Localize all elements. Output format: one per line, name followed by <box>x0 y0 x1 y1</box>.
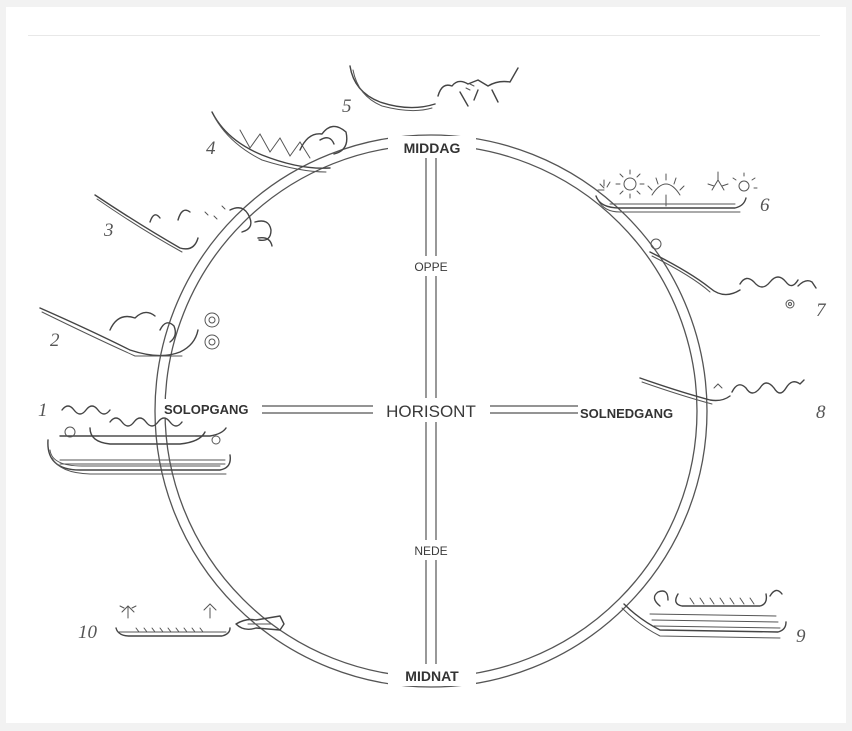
ship-drawing-1 <box>47 405 231 475</box>
ship-drawing-3 <box>94 194 273 253</box>
number-3: 3 <box>103 220 114 241</box>
sunrise-label: SOLOPGANG <box>164 402 249 417</box>
ship-drawing-9 <box>621 589 787 639</box>
ship-drawing-2 <box>39 307 220 357</box>
number-9: 9 <box>796 626 806 647</box>
ship-drawing-7 <box>649 238 817 309</box>
lower-label: NEDE <box>414 544 447 558</box>
midnight-label: MIDNAT <box>405 668 459 684</box>
ship-drawing-4 <box>211 111 348 173</box>
number-6: 6 <box>760 195 770 216</box>
ship-drawing-6 <box>595 169 758 213</box>
number-4: 4 <box>206 138 216 159</box>
number-10: 10 <box>78 622 98 643</box>
horizon-axis <box>262 405 578 414</box>
top-rule <box>28 35 820 36</box>
ship-drawing-8 <box>639 377 805 405</box>
upper-label: OPPE <box>414 260 447 274</box>
number-2: 2 <box>50 330 60 351</box>
horizon-label: HORISONT <box>386 402 476 421</box>
number-5: 5 <box>342 96 352 117</box>
ship-drawing-10 <box>115 603 285 637</box>
midday-label: MIDDAG <box>404 140 461 156</box>
sunset-label: SOLNEDGANG <box>580 406 673 421</box>
ship-drawing-5 <box>349 65 519 112</box>
number-8: 8 <box>816 402 826 423</box>
number-7: 7 <box>816 300 827 321</box>
number-1: 1 <box>38 400 48 421</box>
